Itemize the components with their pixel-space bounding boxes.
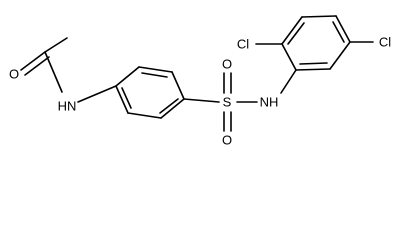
ring1-inner-2: [159, 98, 179, 114]
bond-nh-ring: [280, 69, 297, 94]
ring2-inner-3: [299, 62, 328, 65]
ring2-bond-2: [281, 16, 303, 45]
ring2-bond-1: [281, 43, 297, 71]
ring1-bond-1: [115, 66, 140, 87]
atom-chlorine-top: Cl: [237, 37, 249, 52]
ring1-bond-5: [127, 112, 162, 119]
molecule-structure-diagram: O HN S O O NH Cl Cl: [9, 15, 391, 148]
ring2-bond-5: [329, 41, 351, 70]
atom-chlorine-right: Cl: [379, 35, 391, 50]
ring1-inner-1: [141, 72, 168, 78]
ring1-bond-6: [115, 85, 129, 114]
ring2-bond-6: [295, 68, 331, 71]
ring1-bond-2: [138, 66, 173, 73]
ring2-inner-2: [332, 21, 345, 43]
ring1-bond-4: [160, 98, 185, 119]
atom-nh-amide: HN: [58, 99, 77, 114]
atom-sulfur: S: [223, 95, 232, 110]
bond-carbonyl-o-a: [20, 51, 46, 71]
bond-ring-s: [183, 98, 220, 103]
atom-nh-sulfonamide: NH: [260, 95, 279, 110]
ring2-bond-4: [335, 15, 351, 43]
bond-carbonyl-o-b: [24, 56, 50, 76]
bond-carbonyl-n: [44, 51, 63, 93]
bond-methyl-carbonyl: [44, 37, 68, 53]
ring1-bond-3: [171, 71, 185, 100]
ring2-inner-1: [287, 22, 305, 45]
ring2-bond-3: [301, 15, 337, 18]
bond-n-ring: [77, 85, 117, 103]
ring1-inner-3: [121, 87, 132, 109]
atom-o-sulfonyl-bottom: O: [222, 133, 232, 148]
atom-o-sulfonyl-top: O: [222, 57, 232, 72]
atom-o-carbonyl: O: [9, 67, 19, 82]
